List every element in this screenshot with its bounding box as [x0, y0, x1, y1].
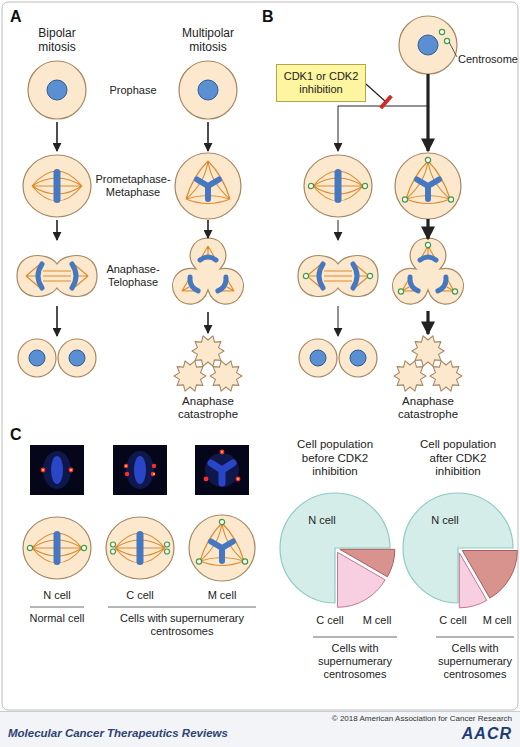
minor-path-arrow — [338, 306, 339, 336]
stage-arrow — [207, 220, 209, 238]
column-heading: Bipolar mitosis — [25, 26, 89, 54]
bipolar-metaphase-cell — [23, 155, 91, 217]
minor-path-arrow — [338, 220, 339, 240]
prophase-cell — [28, 61, 86, 119]
bipolar-anaphase-cell — [298, 255, 378, 296]
inhibitor-box: CDK1 or CDK2 inhibition — [276, 64, 366, 102]
pie-label: M cell — [475, 614, 519, 627]
multipolar-metaphase-cell — [395, 153, 461, 219]
group-label: Normal cell — [20, 612, 94, 625]
pie-slice — [338, 552, 386, 607]
chart-title: Cell population after CDK2 inhibition — [410, 438, 506, 479]
pie-label: C cell — [308, 614, 352, 627]
group-rule — [108, 607, 256, 608]
prophase-cell — [179, 61, 237, 119]
chart-title: Cell population before CDK2 inhibition — [287, 438, 383, 479]
multipolar-anaphase-cell — [393, 238, 464, 304]
inhibition-bar — [381, 96, 392, 108]
outcome-label: Anaphase catastrophe — [163, 395, 253, 421]
minor-path-arrow — [338, 106, 428, 151]
publisher-logo: AACR — [400, 725, 512, 743]
outcome-label: Anaphase catastrophe — [383, 395, 473, 421]
multipolar-metaphase-cell — [175, 153, 241, 219]
cell-type-label: C cell — [110, 589, 170, 602]
group-rule — [436, 637, 514, 638]
clustered-cell — [106, 517, 174, 579]
pie-label: N cell — [297, 514, 347, 527]
stage-label: Anaphase-Telophase — [91, 263, 175, 289]
stage-arrow — [207, 312, 209, 333]
pie-chart — [403, 493, 517, 608]
cell-type-label: N cell — [27, 589, 87, 602]
leader-line — [449, 42, 457, 57]
centrosome-cell — [399, 16, 457, 74]
micrographs — [30, 445, 249, 495]
micrograph — [113, 445, 167, 495]
major-path-arrow — [426, 74, 429, 151]
footer-band — [0, 712, 520, 747]
pie-label: N cell — [420, 514, 470, 527]
pie-chart — [280, 493, 395, 607]
group-rule — [313, 637, 397, 638]
catastrophe-bursts — [174, 336, 242, 391]
pie-slice — [459, 553, 487, 608]
stage-label: Prometaphase-Metaphase — [91, 173, 175, 199]
bipolar-metaphase-cell — [304, 155, 372, 217]
major-path-arrow — [426, 219, 429, 239]
stage-arrow — [207, 122, 209, 151]
group-label: Cells with supernumerary centrosomes — [107, 612, 257, 638]
stage-arrow — [56, 122, 58, 151]
stage-arrow — [56, 220, 58, 240]
daughter-cells — [18, 339, 96, 377]
group-label: Cells with supernumerary centrosomes — [309, 642, 401, 681]
micrograph — [30, 445, 84, 495]
stage-label: Prophase — [93, 84, 173, 97]
footer-rule — [0, 711, 520, 712]
cell-type-label: M cell — [192, 589, 252, 602]
panel-a-illustration — [17, 61, 243, 391]
stage-arrows — [57, 122, 208, 336]
pie-label: M cell — [355, 614, 399, 627]
journal-name: Molecular Cancer Therapeutics Reviews — [8, 727, 308, 740]
pie-label: C cell — [431, 614, 475, 627]
panel-letter: C — [10, 426, 34, 444]
major-path-arrow — [426, 311, 429, 334]
daughter-cells — [299, 339, 377, 377]
figure-frame — [2, 2, 518, 710]
bipolar-anaphase-cell — [17, 255, 97, 296]
node-text: CDK1 or CDK2 inhibition — [283, 70, 359, 96]
copyright: © 2018 American Association for Cancer R… — [200, 714, 512, 724]
multipolar-anaphase-cell — [173, 238, 244, 304]
group-rule — [30, 607, 84, 608]
panel-letter: B — [262, 8, 286, 26]
stage-arrow — [56, 306, 58, 336]
panel-letter: A — [10, 8, 34, 26]
multipolar-cell — [189, 515, 255, 581]
micrograph — [195, 445, 249, 495]
inhibition-line — [366, 84, 386, 102]
callout-label: Centrosome — [458, 53, 520, 66]
normal-cell — [23, 517, 91, 579]
catastrophe-bursts — [394, 336, 462, 391]
group-label: Cells with supernumerary centrosomes — [431, 642, 519, 681]
column-heading: Multipolar mitosis — [172, 26, 244, 54]
